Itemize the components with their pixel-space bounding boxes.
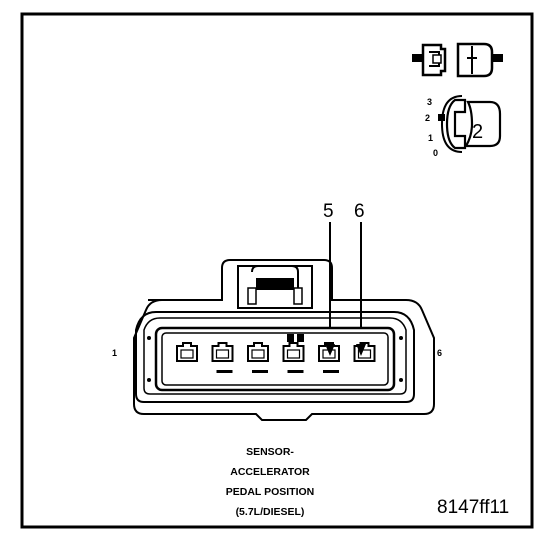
diagram-frame: [20, 12, 534, 529]
callout-5-arrowhead: [325, 344, 335, 356]
connector-body: [133, 259, 435, 421]
caption-line-3: PEDAL POSITION: [226, 486, 315, 498]
pin-polarity-mark: [216, 370, 233, 373]
pin-position-icon: 2 3 2 1 0: [425, 95, 502, 158]
callout-6-arrowhead: [356, 344, 366, 356]
connector-halves-icon: [412, 42, 503, 78]
connector-pin-2: [211, 342, 234, 373]
pin-6-label: 6: [437, 348, 442, 358]
pin-1-label: 1: [112, 348, 117, 358]
callout-6-label: 6: [354, 201, 365, 222]
connector-pin-4: [282, 342, 305, 373]
position-label-3: 3: [427, 97, 432, 107]
position-label-0: 0: [433, 148, 438, 158]
pin-polarity-mark: [323, 370, 339, 373]
connector-pin-1: [176, 342, 198, 362]
figure-id: 8147ff11: [437, 497, 509, 518]
caption-line-4: (5.7L/DIESEL): [236, 506, 305, 518]
pin-polarity-mark: [287, 370, 304, 373]
caption-line-2: ACCELERATOR: [230, 466, 310, 478]
badge-number: 2: [472, 121, 483, 143]
connector-pin-3: [247, 342, 269, 373]
caption-line-1: SENSOR-: [246, 446, 294, 458]
callout-5-label: 5: [323, 201, 334, 222]
position-label-1: 1: [428, 133, 433, 143]
position-label-2: 2: [425, 113, 430, 123]
pin-polarity-mark: [252, 370, 268, 373]
